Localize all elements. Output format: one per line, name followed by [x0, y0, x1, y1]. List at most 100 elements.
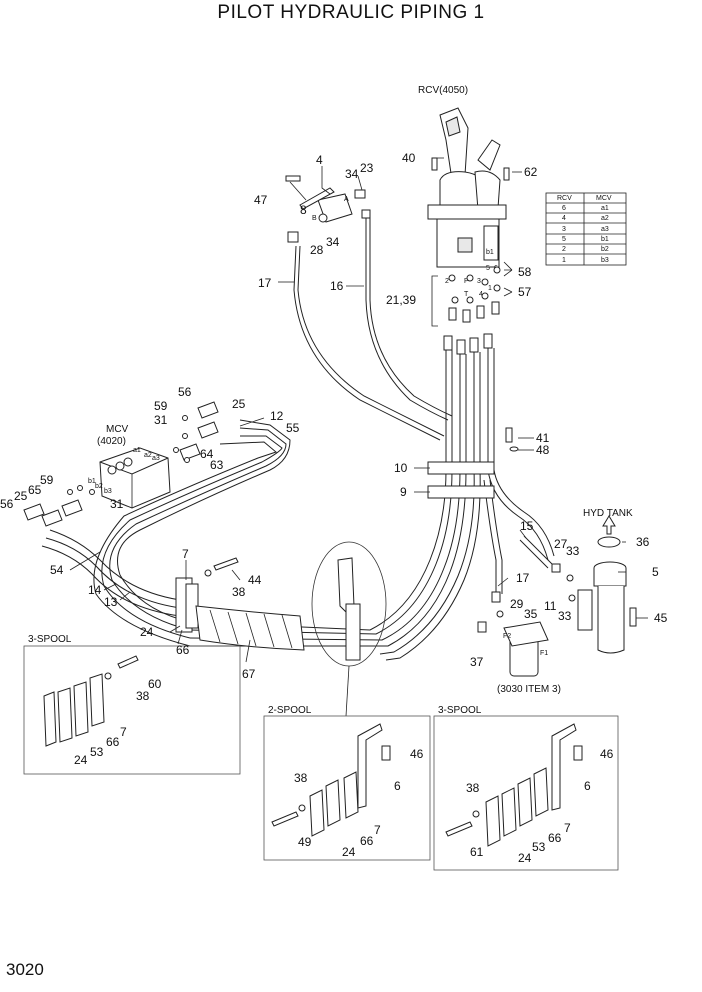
table-cell: b1 — [601, 236, 609, 243]
callout-8: 8 — [300, 203, 307, 217]
port-label: 5 — [486, 265, 490, 272]
callout-44: 44 — [248, 573, 262, 587]
callout-numbers: 4 34 23 40 62 47 8 34 28 17 16 21,39 58 … — [0, 151, 668, 865]
callout-56: 56 — [178, 385, 192, 399]
bolt-62 — [503, 167, 510, 181]
tank-assembly — [551, 515, 637, 654]
inset-left-clamps — [43, 655, 139, 747]
callout-6: 6 — [394, 779, 401, 793]
callout-38e: 38 — [466, 781, 480, 795]
bolt-44 — [213, 557, 239, 571]
inset-2-spool-parts — [271, 723, 391, 837]
joystick-grip — [445, 116, 461, 137]
callout-28: 28 — [310, 243, 324, 257]
callout-48: 48 — [536, 443, 550, 457]
inset-title: 2-SPOOL — [268, 705, 312, 716]
callout-7c: 7 — [120, 725, 127, 739]
callout-36: 36 — [636, 535, 650, 549]
rcv-port-block — [457, 237, 473, 253]
washer-48 — [509, 446, 519, 452]
callout-59: 59 — [154, 399, 168, 413]
rcv-label: RCV(4050) — [418, 85, 468, 96]
port-label: 4 — [479, 291, 483, 298]
table-cell: a2 — [601, 215, 609, 222]
washer-38 — [204, 569, 212, 577]
port-label: A — [344, 196, 349, 203]
leader-lines — [69, 157, 648, 663]
callout-60: 60 — [148, 677, 162, 691]
callout-29: 29 — [510, 597, 524, 611]
selector-valve — [285, 175, 371, 243]
table-header-mcv: MCV — [596, 195, 612, 202]
callout-14: 14 — [88, 583, 102, 597]
mcv-ref-label: (4020) — [97, 436, 126, 447]
table-cell: b2 — [601, 246, 609, 253]
inset-2-spool — [263, 715, 431, 861]
callout-34b: 34 — [326, 235, 340, 249]
filter-ref-label: (3030 ITEM 3) — [497, 684, 561, 695]
callout-5: 5 — [652, 565, 659, 579]
table-cell: a3 — [601, 226, 609, 233]
callout-17: 17 — [258, 276, 272, 290]
callout-21-39: 21,39 — [386, 293, 416, 307]
callout-49: 49 — [298, 835, 312, 849]
callout-66: 66 — [176, 643, 190, 657]
port-label: T — [464, 291, 469, 298]
callout-66d: 66 — [360, 834, 374, 848]
callout-41: 41 — [536, 431, 550, 445]
table-cell: 2 — [562, 246, 566, 253]
table-cell: 6 — [562, 205, 566, 212]
hose-clamps — [175, 461, 495, 661]
rcv-mount-plate — [427, 204, 507, 220]
inset-3-spool-right — [433, 715, 619, 871]
table-cell: 4 — [562, 215, 566, 222]
callout-61: 61 — [470, 845, 484, 859]
inset-title: 3-SPOOL — [28, 634, 72, 645]
port-label: b1 — [88, 478, 96, 485]
callout-46b: 46 — [600, 747, 614, 761]
mcv-fittings — [23, 401, 219, 527]
callout-46: 46 — [410, 747, 424, 761]
callout-17b: 17 — [516, 571, 530, 585]
callout-10: 10 — [394, 461, 408, 475]
bracket-21-39 — [431, 275, 438, 327]
callout-62: 62 — [524, 165, 538, 179]
callout-24e: 24 — [518, 851, 532, 865]
callout-47: 47 — [254, 193, 268, 207]
callout-66e: 66 — [548, 831, 562, 845]
port-label: a2 — [144, 452, 152, 459]
rcv-side-block — [483, 225, 499, 261]
callout-23: 23 — [360, 161, 374, 175]
callout-24c: 24 — [74, 753, 88, 767]
callout-55: 55 — [286, 421, 300, 435]
callout-45: 45 — [654, 611, 668, 625]
callout-7d: 7 — [374, 823, 381, 837]
callout-11: 11 — [544, 599, 557, 613]
callout-12: 12 — [270, 409, 284, 423]
callout-58: 58 — [518, 265, 532, 279]
table-cell: b3 — [601, 257, 609, 264]
callout-56b: 56 — [0, 497, 14, 511]
callout-4: 4 — [316, 153, 323, 167]
port-label: 2 — [445, 278, 449, 285]
callout-54: 54 — [50, 563, 64, 577]
port-label: a3 — [152, 455, 160, 462]
detail-leader — [345, 665, 350, 717]
callout-7e: 7 — [564, 821, 571, 835]
callout-15: 15 — [520, 519, 534, 533]
callout-34: 34 — [345, 167, 359, 181]
inset-3-spool-parts — [445, 723, 583, 847]
callout-38: 38 — [232, 585, 246, 599]
inset-3-spool-left — [23, 645, 241, 775]
callout-37: 37 — [470, 655, 484, 669]
callout-13: 13 — [104, 595, 118, 609]
callout-63: 63 — [210, 458, 224, 472]
callout-38d: 38 — [294, 771, 308, 785]
travel-lever — [477, 139, 501, 171]
arrow-up-icon — [602, 515, 616, 535]
port-label: 3 — [477, 278, 481, 285]
callout-53e: 53 — [532, 840, 546, 854]
rcv-assembly — [427, 107, 510, 268]
port-label: b2 — [95, 483, 103, 490]
callout-64: 64 — [200, 447, 214, 461]
